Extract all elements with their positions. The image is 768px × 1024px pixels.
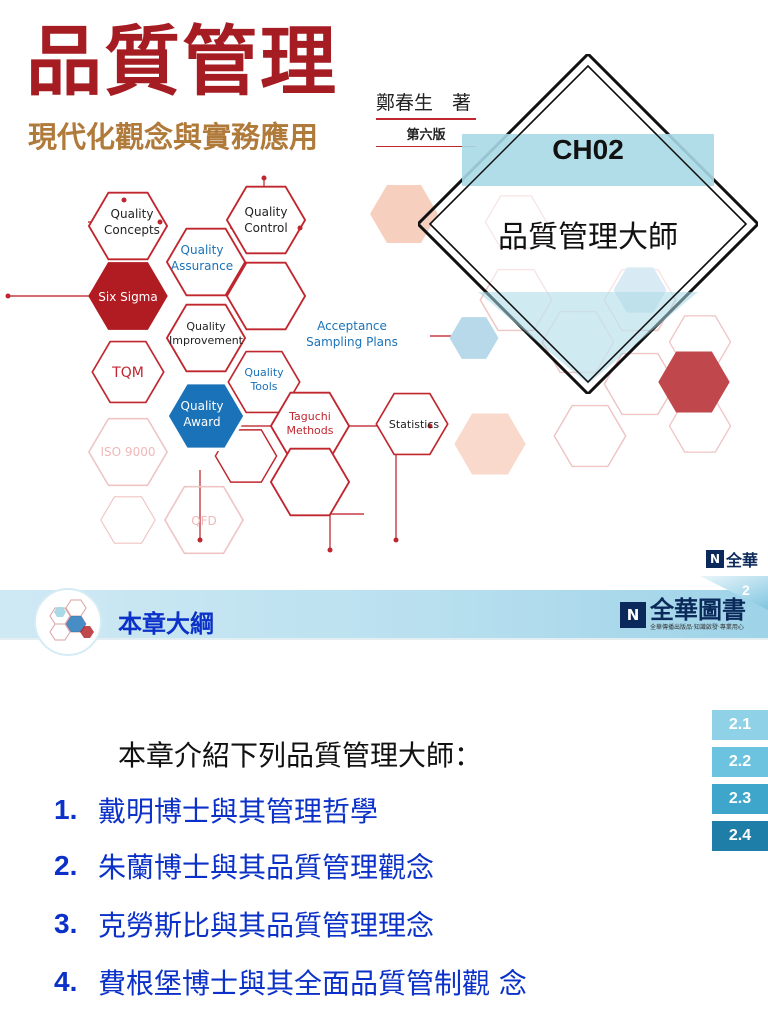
outline-item: 2. 朱蘭博士與其品質管理觀念 (54, 846, 434, 886)
hex-label-statistics: Statistics (389, 418, 440, 431)
publisher-logo: N 全華 (706, 548, 758, 570)
chapter-title: 品質管理大師 (498, 220, 678, 255)
author: 鄭春生 著 (376, 92, 472, 114)
slide-number: 2 (742, 582, 750, 598)
hex-label-iso9000: ISO 9000 (101, 445, 156, 459)
slide-title: 本章大綱 (118, 610, 214, 638)
publisher-name: 全華圖書 (650, 596, 746, 624)
edition: 第六版 (406, 128, 446, 143)
outline-item-number: 2. (54, 850, 78, 881)
outline-item-number: 3. (54, 908, 78, 939)
outline-item: 4. 費根堡博士與其全面品質管制觀 念 (54, 962, 527, 1002)
outline-item-text: 朱蘭博士與其品質管理觀念 (98, 851, 435, 884)
chapter-diamond: CH02 品質管理大師 (418, 54, 758, 394)
hex-label-six-sigma: Six Sigma (98, 290, 157, 304)
hex-label-qfd: QFD (191, 514, 217, 528)
divider (0, 638, 768, 640)
cover-slide: 品質管理 現代化觀念與實務應用 鄭春生 著 第六版 (5, 17, 759, 570)
outline-item-number: 4. (54, 966, 78, 997)
divider (376, 146, 476, 147)
outline-item-text: 戴明博士與其管理哲學 (98, 795, 379, 828)
publisher-mark-icon: N (620, 601, 646, 628)
publisher-name: 全華 (726, 551, 759, 570)
publisher-logo: N 全華圖書 全華傳播出版品·知識啟發·專業用心 (620, 598, 746, 631)
section-tab-2-1[interactable]: 2.1 (712, 710, 768, 740)
publisher-tagline: 全華傳播出版品·知識啟發·專業用心 (650, 624, 744, 631)
outline-item-text: 費根堡博士與其全面品質管制觀 念 (98, 967, 527, 1000)
outline-intro: 本章介紹下列品質管理大師： (118, 739, 483, 772)
chapter-code: CH02 (552, 134, 624, 165)
outline-item-number: 1. (54, 794, 78, 825)
section-tab-2-2[interactable]: 2.2 (712, 747, 768, 777)
publisher-mark-icon: N (706, 550, 724, 568)
book-title: 品質管理 (26, 17, 338, 106)
outline-item: 1. 戴明博士與其管理哲學 (54, 790, 378, 830)
outline-slide: 2 本章大綱 N 全華圖書 全華傳播出版品·知識啟發·專業用心 本章介紹下列品質… (0, 576, 768, 1024)
outline-item-text: 克勞斯比與其品質管理理念 (98, 909, 435, 942)
hex-label-tqm: TQM (111, 365, 144, 381)
section-tab-2-3[interactable]: 2.3 (712, 784, 768, 814)
section-tab-2-4[interactable]: 2.4 (712, 821, 768, 851)
hexagon-badge-icon (34, 588, 102, 656)
divider (376, 118, 476, 120)
diamond-frame (418, 54, 758, 394)
book-subtitle: 現代化觀念與實務應用 (28, 120, 319, 154)
outline-item: 3. 克勞斯比與其品質管理理念 (54, 904, 434, 944)
